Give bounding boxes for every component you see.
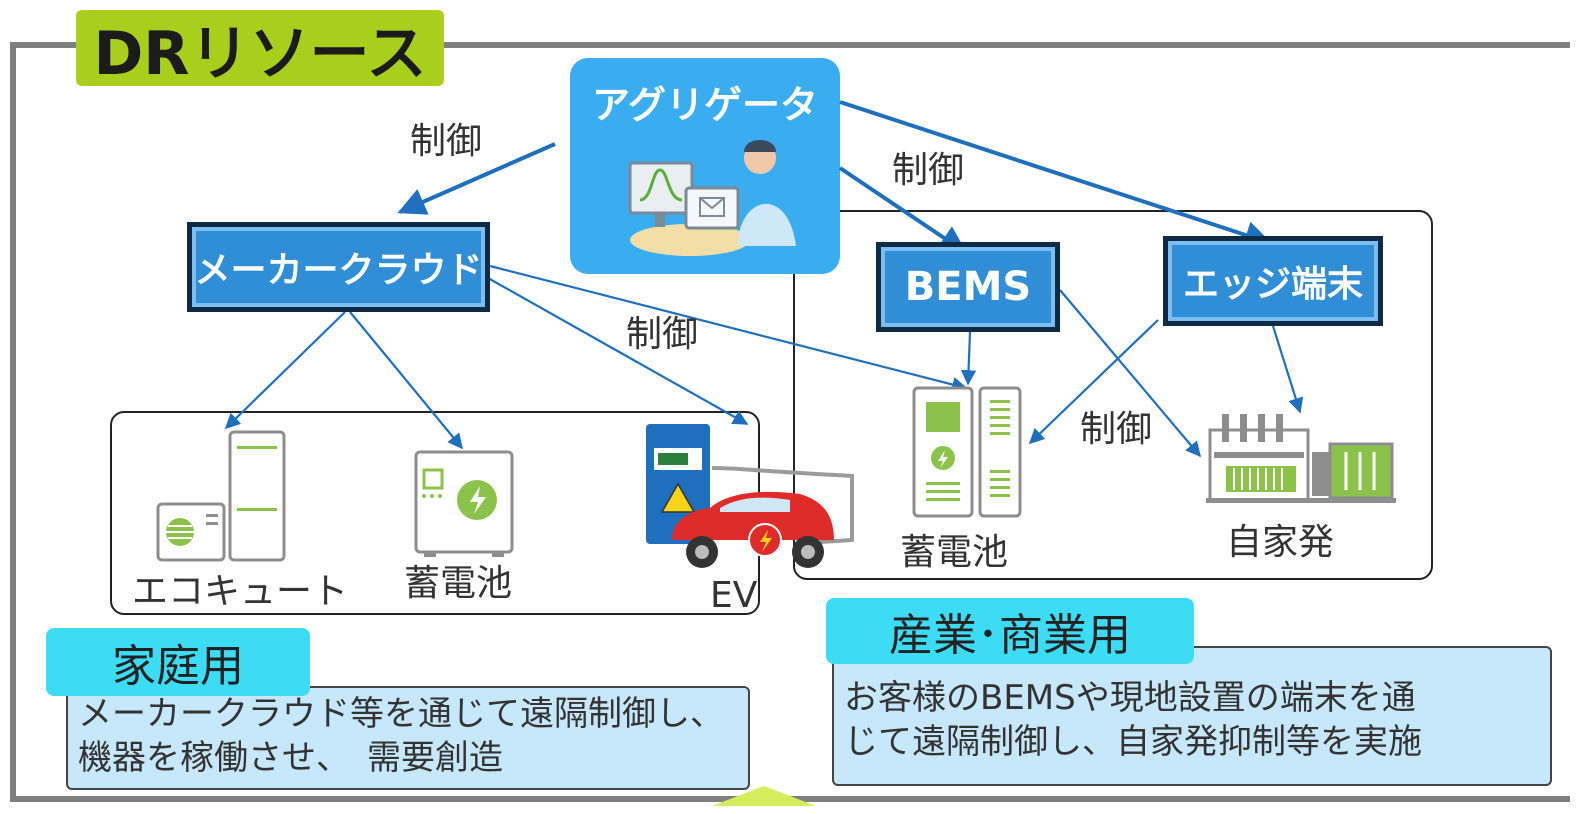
bottom-arrow-shape bbox=[712, 786, 816, 806]
industrial-description-line1: お客様のBEMSや現地設置の端末を通 bbox=[844, 678, 1416, 718]
home-tab: 家庭用 bbox=[46, 628, 310, 696]
control-label-bems: 制御 bbox=[892, 150, 965, 191]
industrial-group-box bbox=[793, 210, 1433, 580]
industrial-description-line2: じて遠隔制御し、自家発抑制等を実施 bbox=[844, 722, 1422, 762]
arrow-agg-to-edge bbox=[839, 100, 1273, 249]
maker-cloud-node: メーカークラウド bbox=[187, 222, 490, 312]
home-description-line2: 機器を稼働させ、 需要創造 bbox=[78, 738, 503, 778]
bems-node: BEMS bbox=[876, 242, 1060, 332]
ev-icon bbox=[646, 424, 854, 568]
arrow-agg-to-bems bbox=[838, 166, 968, 254]
edge-terminal-node: エッジ端末 bbox=[1163, 236, 1383, 326]
control-label-devices: 制御 bbox=[626, 314, 699, 355]
home-description-line1: メーカークラウド等を通じて遠隔制御し、 bbox=[78, 694, 724, 734]
page-title: DRリソース bbox=[76, 10, 444, 89]
industrial-battery-icon bbox=[912, 386, 1022, 518]
generator-label: 自家発 bbox=[1226, 522, 1335, 563]
control-label-cloud: 制御 bbox=[410, 121, 483, 162]
control-label-edge: 制御 bbox=[1080, 409, 1153, 450]
ecocute-icon bbox=[156, 430, 286, 562]
industrial-battery-label: 蓄電池 bbox=[900, 532, 1009, 573]
home-battery-label: 蓄電池 bbox=[404, 563, 513, 604]
operator-illustration bbox=[628, 140, 796, 256]
ev-label: EV bbox=[710, 575, 758, 616]
control-arrows bbox=[397, 100, 1273, 254]
aggregator-label: アグリゲータ bbox=[591, 83, 819, 127]
industrial-description: お客様のBEMSや現地設置の端末を通 じて遠隔制御し、自家発抑制等を実施 bbox=[832, 646, 1552, 786]
ecocute-label: エコキュート bbox=[132, 571, 349, 612]
device-arrows bbox=[224, 264, 1304, 458]
home-battery-icon bbox=[414, 450, 514, 557]
industrial-tab: 産業･商業用 bbox=[826, 598, 1194, 664]
arrow-agg-to-cloud bbox=[397, 142, 556, 215]
generator-icon bbox=[1206, 414, 1396, 503]
home-description: メーカークラウド等を通じて遠隔制御し、 機器を稼働させ、 需要創造 bbox=[66, 686, 750, 790]
